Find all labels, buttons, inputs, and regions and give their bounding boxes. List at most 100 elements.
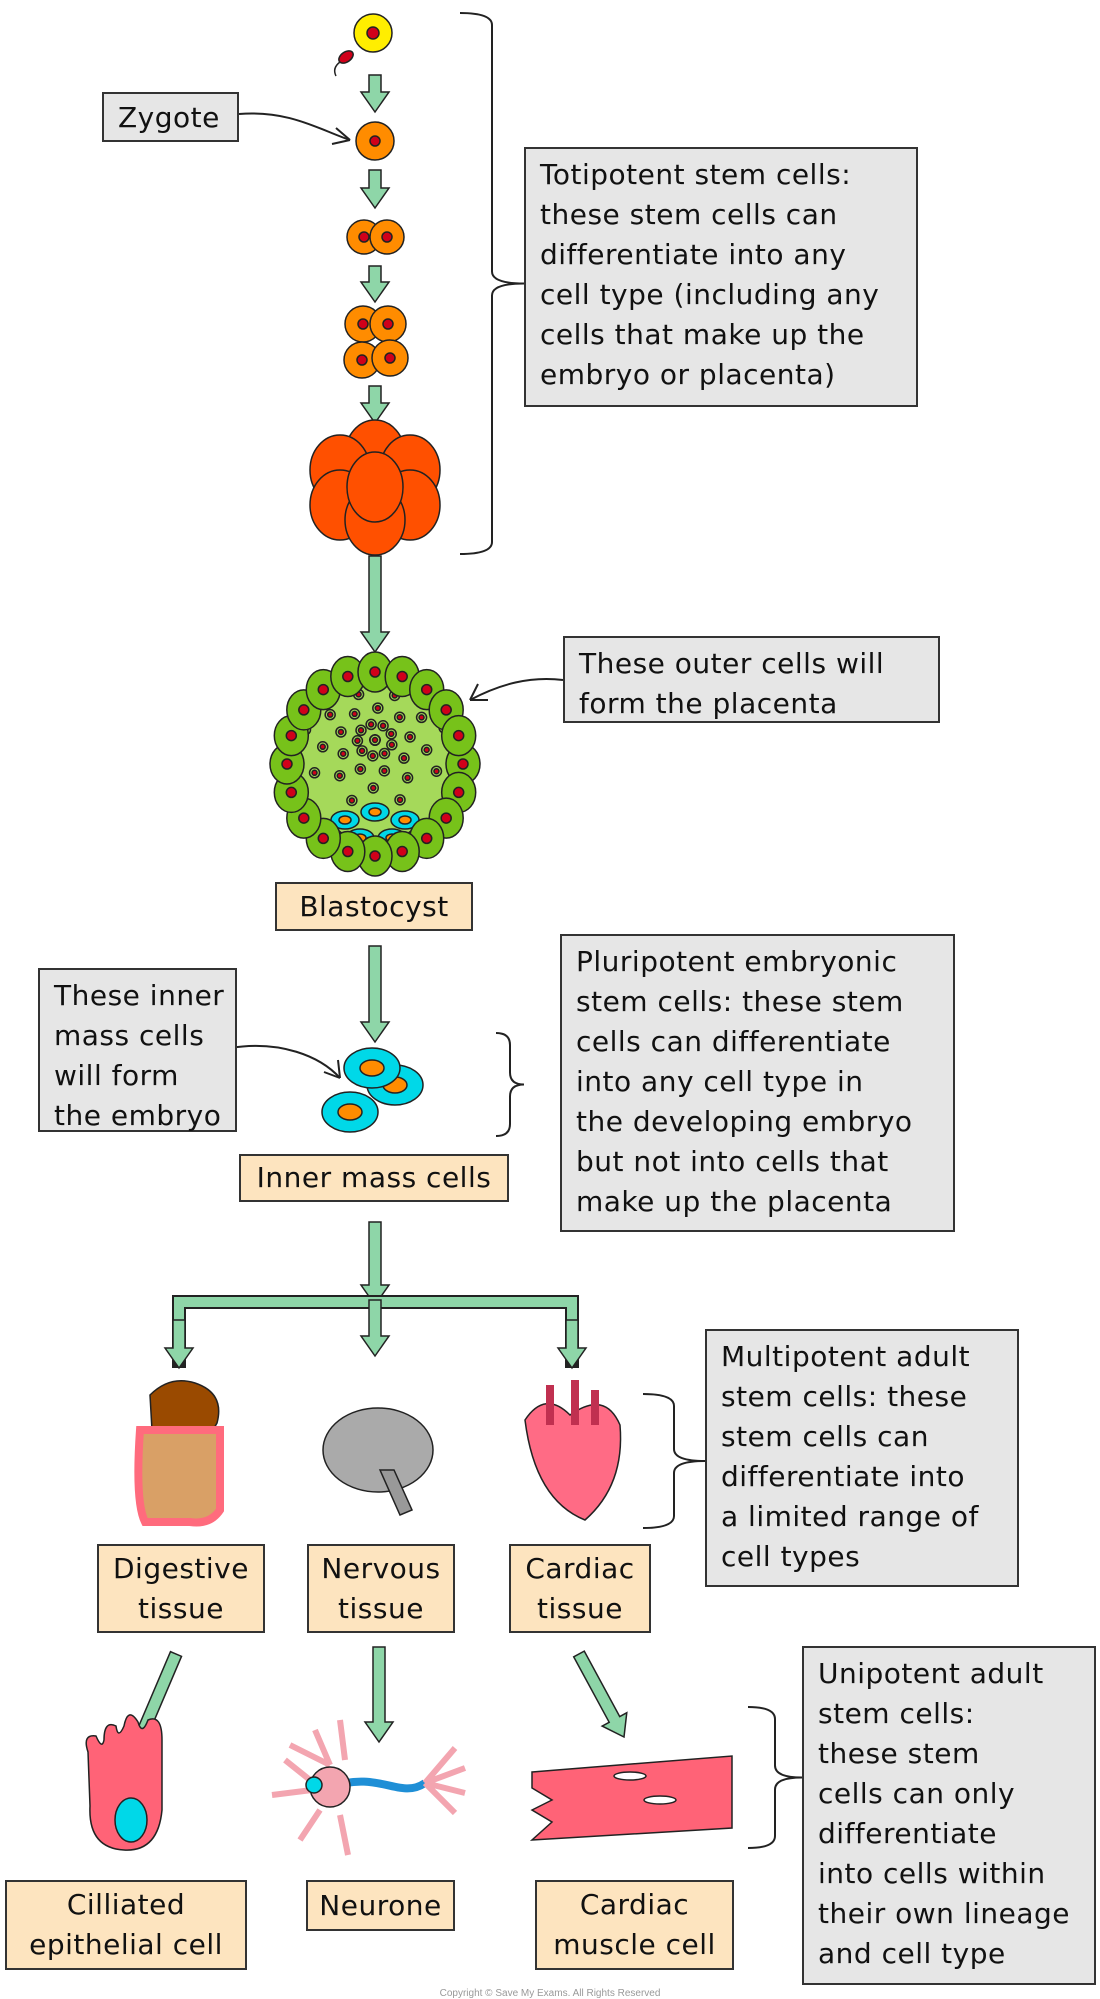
brace bbox=[459, 12, 525, 555]
nucleus bbox=[357, 765, 364, 773]
nucleus bbox=[420, 832, 433, 845]
cardiac-muscle-cell bbox=[529, 1755, 733, 1841]
cardiac-muscle-label: Cardiac muscle cell bbox=[535, 1880, 734, 1970]
arrow bbox=[363, 1646, 395, 1744]
arrow bbox=[359, 74, 391, 114]
note-line: cells that make up the bbox=[540, 318, 865, 351]
nucleus bbox=[339, 750, 347, 757]
arrow bbox=[359, 1299, 391, 1358]
nucleus bbox=[643, 1795, 677, 1805]
note-line: Pluripotent embryonic bbox=[576, 945, 898, 978]
nucleus bbox=[381, 231, 393, 243]
note-line: cell type (including any bbox=[540, 278, 880, 311]
note-line: these stem cells can bbox=[540, 198, 838, 231]
nucleus bbox=[388, 741, 396, 749]
note-line: form the placenta bbox=[579, 687, 838, 720]
brain-stem bbox=[378, 1469, 414, 1516]
note-line: differentiate bbox=[818, 1817, 997, 1850]
note-line: Unipotent adult bbox=[818, 1657, 1044, 1690]
note-line: the embryo bbox=[54, 1099, 222, 1132]
brace bbox=[747, 1706, 803, 1849]
nucleus bbox=[418, 714, 425, 721]
nucleus bbox=[369, 850, 381, 862]
nucleus bbox=[381, 767, 388, 775]
nucleus bbox=[351, 710, 358, 718]
nucleus bbox=[305, 1776, 323, 1794]
note-line: these stem bbox=[818, 1737, 980, 1770]
brain-icon bbox=[322, 1407, 434, 1493]
label-line: Cardiac bbox=[579, 1888, 690, 1921]
arrow bbox=[556, 1319, 588, 1370]
nucleus bbox=[298, 704, 310, 716]
pluripotent-note: Pluripotent embryonic stem cells: these s… bbox=[560, 934, 955, 1232]
label-line: tissue bbox=[537, 1591, 623, 1625]
label-line: epithelial cell bbox=[29, 1928, 223, 1961]
nucleus bbox=[114, 1797, 148, 1843]
arrow bbox=[359, 385, 391, 425]
neurone-label: Neurone bbox=[306, 1880, 455, 1931]
nucleus bbox=[358, 747, 366, 755]
nucleus bbox=[336, 772, 343, 779]
nucleus bbox=[358, 231, 370, 243]
note-line: cells can only bbox=[818, 1777, 1016, 1810]
nucleus bbox=[326, 711, 334, 718]
nucleus bbox=[374, 704, 382, 712]
label-line: muscle cell bbox=[553, 1928, 716, 1961]
nucleus bbox=[452, 729, 465, 742]
nucleus bbox=[369, 135, 381, 147]
blastocyst-label: Blastocyst bbox=[275, 882, 473, 931]
nucleus bbox=[384, 352, 396, 364]
note-line: Totipotent stem cells: bbox=[540, 158, 852, 191]
arrow bbox=[359, 1221, 391, 1307]
nucleus bbox=[317, 832, 330, 845]
nucleus bbox=[342, 670, 354, 683]
nucleus bbox=[285, 729, 298, 742]
nucleus bbox=[406, 733, 414, 741]
nucleus bbox=[440, 704, 452, 716]
note-line: These inner bbox=[54, 979, 225, 1012]
nucleus bbox=[367, 721, 375, 728]
label-line: Nervous bbox=[321, 1551, 441, 1585]
pointer-line bbox=[469, 678, 564, 701]
inner-mass-label: Inner mass cells bbox=[239, 1154, 509, 1202]
cells bbox=[85, 13, 733, 1856]
nucleus bbox=[368, 807, 382, 817]
braces bbox=[229, 12, 803, 1849]
note-line: differentiate into bbox=[721, 1460, 966, 1493]
label-line: tissue bbox=[338, 1591, 424, 1625]
pointer-line bbox=[238, 112, 351, 141]
nucleus bbox=[298, 812, 310, 824]
arrow bbox=[359, 555, 391, 654]
nucleus bbox=[366, 26, 380, 40]
nucleus bbox=[285, 786, 298, 799]
nucleus bbox=[423, 746, 430, 754]
nucleus bbox=[396, 845, 408, 858]
nucleus bbox=[338, 815, 352, 825]
heart-vessels bbox=[546, 1380, 599, 1425]
note-line: a limited range of bbox=[721, 1500, 979, 1533]
nucleus bbox=[396, 796, 404, 804]
totipotent-note: Totipotent stem cells: these stem cells c… bbox=[524, 147, 918, 407]
note-line: the developing embryo bbox=[576, 1105, 913, 1138]
nucleus bbox=[381, 750, 388, 757]
axon-terminals bbox=[422, 1746, 467, 1816]
nucleus bbox=[420, 683, 433, 696]
note-line: their own lineage bbox=[818, 1897, 1071, 1930]
note-line: cells can differentiate bbox=[576, 1025, 891, 1058]
dendrites bbox=[271, 1719, 351, 1856]
pointer-head bbox=[323, 1059, 341, 1079]
nucleus bbox=[337, 728, 345, 736]
sperm-tail bbox=[333, 61, 341, 77]
morula-cell bbox=[346, 451, 404, 523]
note-line: embryo or placenta) bbox=[540, 358, 836, 391]
note-line: stem cells: these stem bbox=[576, 985, 904, 1018]
nucleus bbox=[281, 758, 293, 770]
nucleus bbox=[382, 318, 394, 330]
note-line: but not into cells that bbox=[576, 1145, 889, 1178]
nucleus bbox=[400, 754, 408, 762]
